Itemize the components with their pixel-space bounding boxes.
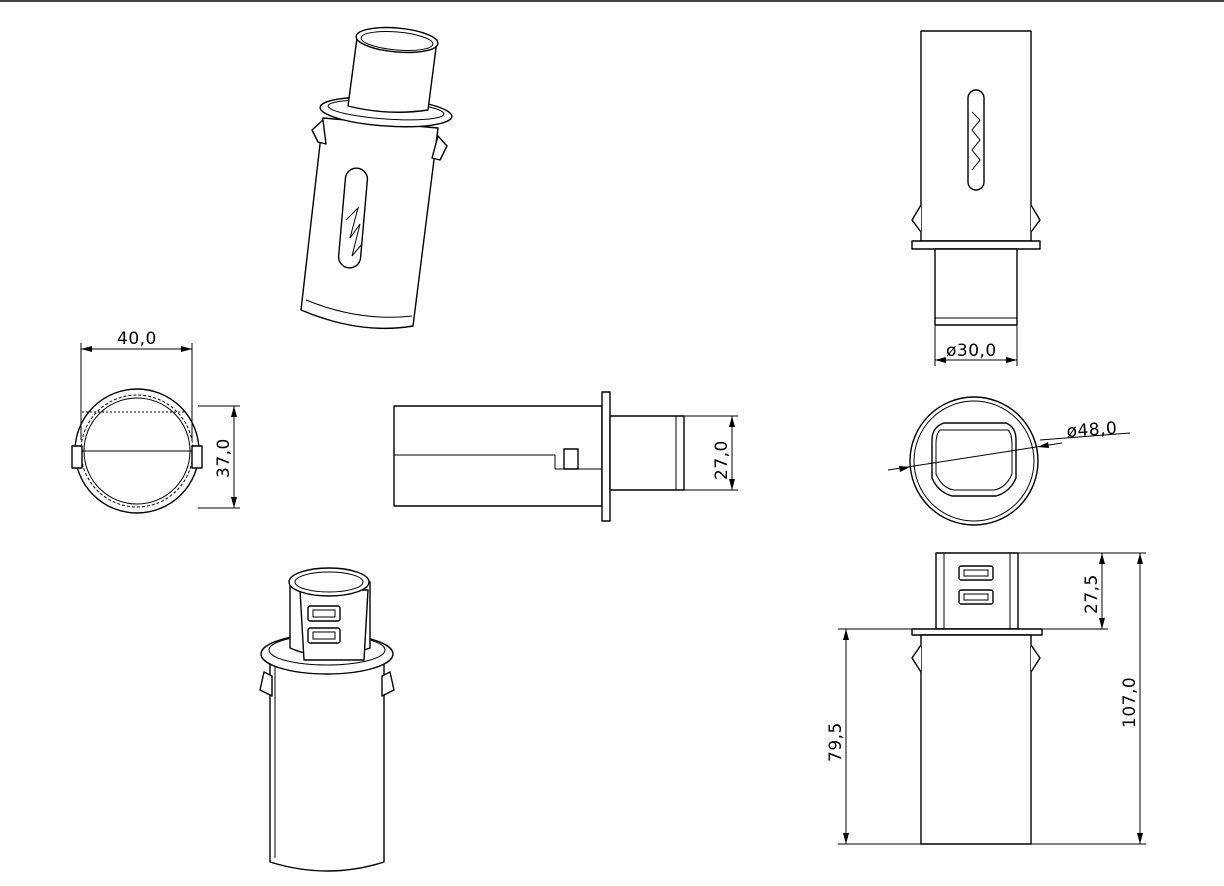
front-elevation	[838, 552, 1146, 845]
side-view	[393, 391, 738, 522]
isometric-view-usb	[259, 567, 395, 872]
isometric-view-tilted	[300, 26, 453, 330]
front-view	[71, 343, 240, 514]
top-view	[911, 30, 1041, 366]
dim-height-37: 37,0	[214, 438, 234, 478]
end-view	[887, 396, 1131, 526]
dim-total-length-107: 107,0	[1120, 677, 1140, 728]
dim-body-length-79-5: 79,5	[826, 722, 846, 762]
dim-cap-height-27: 27,0	[712, 440, 732, 480]
dim-cap-diameter-30: ø30,0	[946, 341, 997, 361]
dim-width-40: 40,0	[117, 329, 157, 349]
dim-usb-height-27-5: 27,5	[1082, 574, 1102, 614]
dim-flange-diameter-48: ø48,0	[1066, 418, 1118, 441]
